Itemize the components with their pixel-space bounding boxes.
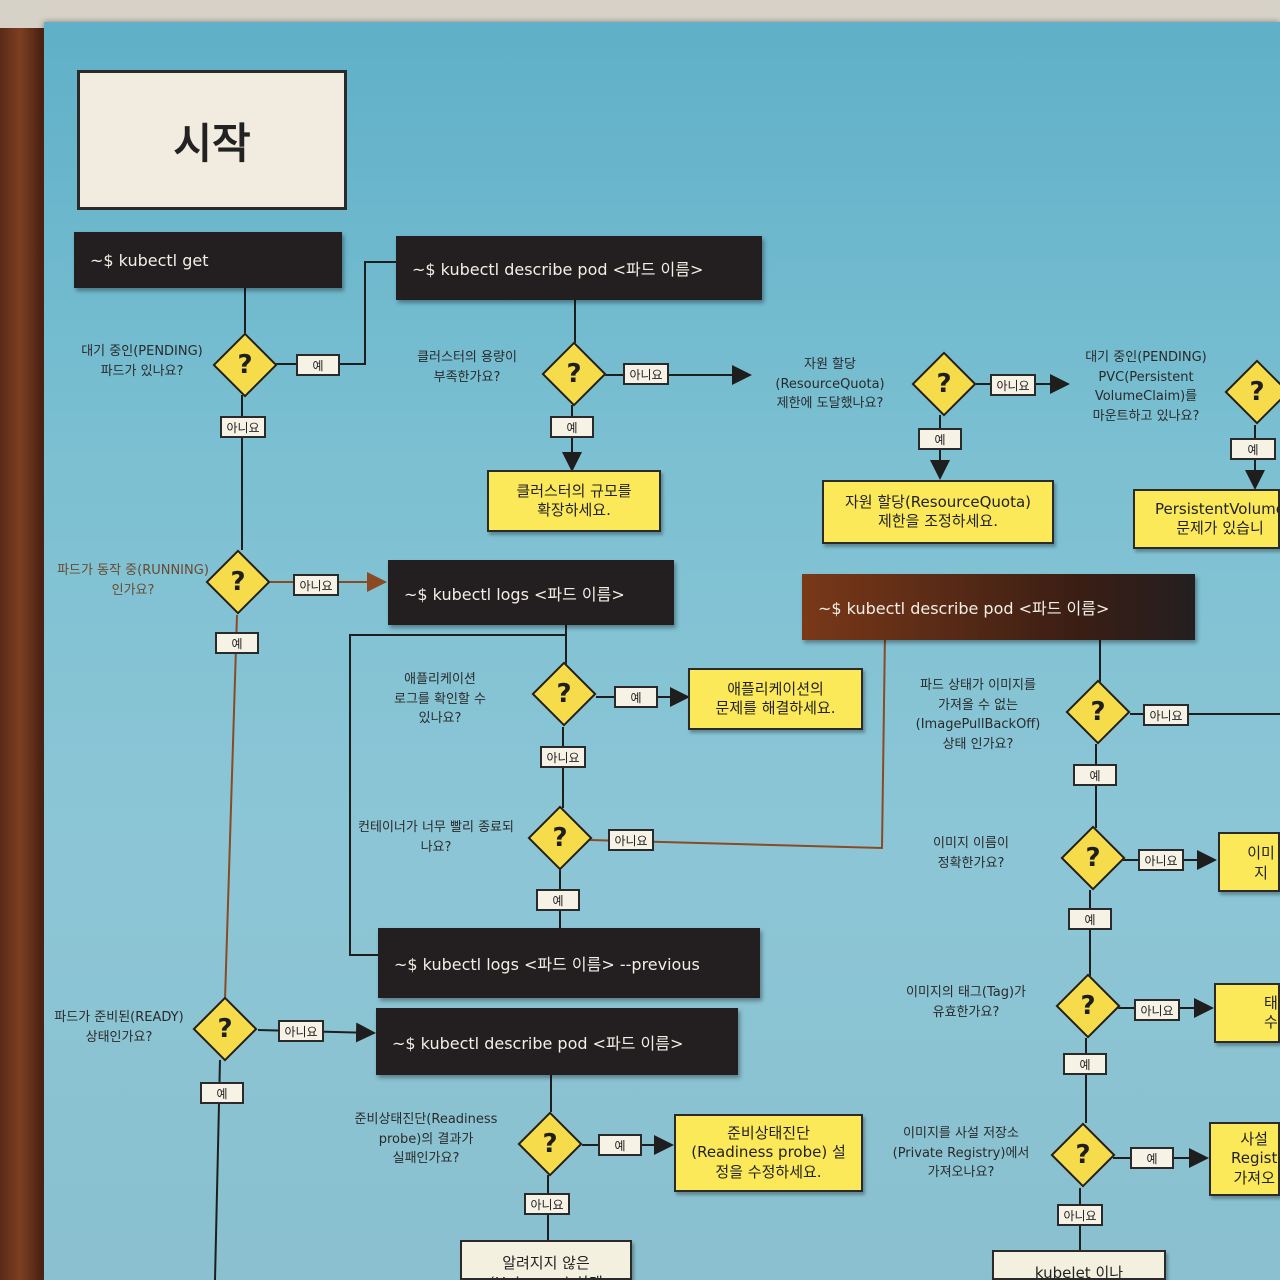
label-no: 아니요 bbox=[1143, 704, 1189, 726]
question-image-tag: 이미지의 태그(Tag)가 유효한가요? bbox=[905, 985, 1026, 1020]
start-box: 시작 bbox=[77, 70, 347, 210]
action-scale-cluster: 클러스터의 규모를 확장하세요. bbox=[487, 470, 661, 532]
question-app-logs: 애플리케이션 로그를 확인할 수 있나요? bbox=[394, 672, 486, 726]
action-tag-fix: 태 수 bbox=[1214, 983, 1280, 1043]
label-yes: 예 bbox=[1063, 1053, 1107, 1075]
question-mark-icon: ? bbox=[936, 369, 952, 399]
cmd-kubectl-logs: ~$ kubectl logs <파드 이름> bbox=[388, 560, 674, 625]
question-mark-icon: ? bbox=[237, 350, 253, 380]
label-yes: 예 bbox=[1130, 1147, 1174, 1169]
question-mark-icon: ? bbox=[217, 1014, 233, 1044]
label-no: 아니요 bbox=[540, 746, 586, 768]
action-adjust-quota: 자원 할당(ResourceQuota) 제한을 조정하세요. bbox=[822, 480, 1054, 544]
question-running-pod: 파드가 동작 중(RUNNING) 인가요? bbox=[57, 563, 209, 598]
question-ready-pod: 파드가 준비된(READY) 상태인가요? bbox=[54, 1010, 184, 1045]
label-yes: 예 bbox=[918, 428, 962, 450]
label-yes: 예 bbox=[614, 686, 658, 708]
label-yes: 예 bbox=[215, 632, 259, 654]
cmd-kubectl-get: ~$ kubectl get bbox=[74, 232, 342, 288]
question-resource-quota: 자원 할당 (ResourceQuota) 제한에 도달했나요? bbox=[775, 357, 885, 411]
question-cluster-capacity: 클러스터의 용량이 부족한가요? bbox=[417, 350, 517, 385]
label-yes: 예 bbox=[550, 416, 594, 438]
action-image-name-fix: 이미지 bbox=[1218, 832, 1280, 892]
cmd-describe-pod-2: ~$ kubectl describe pod <파드 이름> bbox=[802, 574, 1195, 640]
question-mark-icon: ? bbox=[556, 679, 572, 709]
line-running-yes-to-ready bbox=[224, 614, 238, 1001]
label-no: 아니요 bbox=[524, 1193, 570, 1215]
action-registry-fix: 사설 Regist 가져오 bbox=[1209, 1122, 1280, 1196]
cmd-describe-pod-3: ~$ kubectl describe pod <파드 이름> bbox=[376, 1008, 738, 1075]
question-mark-icon: ? bbox=[1075, 1140, 1091, 1170]
question-readiness-probe: 준비상태진단(Readiness probe)의 결과가 실패인가요? bbox=[354, 1112, 498, 1166]
question-mark-icon: ? bbox=[566, 359, 582, 389]
label-yes: 예 bbox=[536, 889, 580, 911]
action-pv-issue: PersistentVolume 문제가 있습니 bbox=[1133, 489, 1280, 549]
line-exit-no-to-describe2 bbox=[589, 631, 886, 850]
question-mark-icon: ? bbox=[1080, 991, 1096, 1021]
label-yes: 예 bbox=[200, 1082, 244, 1104]
question-mark-icon: ? bbox=[230, 567, 246, 597]
label-no: 아니요 bbox=[1138, 849, 1184, 871]
label-no: 아니요 bbox=[608, 829, 654, 851]
label-yes: 예 bbox=[598, 1134, 642, 1156]
action-fix-app: 애플리케이션의 문제를 해결하세요. bbox=[688, 668, 863, 730]
label-yes: 예 bbox=[1073, 764, 1117, 786]
question-mark-icon: ? bbox=[552, 823, 568, 853]
label-no: 아니요 bbox=[990, 374, 1036, 396]
question-mark-icon: ? bbox=[1085, 843, 1101, 873]
label-yes: 예 bbox=[1068, 908, 1112, 930]
action-fix-readiness: 준비상태진단 (Readiness probe) 설 정을 수정하세요. bbox=[674, 1114, 863, 1192]
question-pending-pvc: 대기 중인(PENDING) PVC(Persistent VolumeClai… bbox=[1085, 350, 1207, 424]
action-unknown-state: 알려지지 않은 (Unknown) 상태 bbox=[460, 1240, 632, 1280]
label-no: 아니요 bbox=[1134, 999, 1180, 1021]
label-no: 아니요 bbox=[623, 363, 669, 385]
action-kubelet: kubelet 이나 bbox=[992, 1250, 1166, 1280]
label-no: 아니요 bbox=[1057, 1204, 1103, 1226]
label-yes: 예 bbox=[296, 354, 340, 376]
question-container-exit: 컨테이너가 너무 빨리 종료되 나요? bbox=[358, 820, 514, 855]
question-mark-icon: ? bbox=[1090, 697, 1106, 727]
question-image-name: 이미지 이름이 정확한가요? bbox=[933, 836, 1009, 871]
question-pending-pod: 대기 중인(PENDING) 파드가 있나요? bbox=[81, 344, 203, 379]
cmd-logs-previous: ~$ kubectl logs <파드 이름> --previous bbox=[378, 928, 760, 998]
label-no: 아니요 bbox=[278, 1020, 324, 1042]
question-mark-icon: ? bbox=[1249, 377, 1265, 407]
line-previous-loop bbox=[349, 634, 566, 956]
label-no: 아니요 bbox=[220, 416, 266, 438]
question-mark-icon: ? bbox=[542, 1129, 558, 1159]
question-image-pull: 파드 상태가 이미지를 가져올 수 없는 (ImagePullBackOff) … bbox=[915, 678, 1041, 752]
wood-background bbox=[0, 0, 50, 1280]
cmd-describe-pod-1: ~$ kubectl describe pod <파드 이름> bbox=[396, 236, 762, 300]
label-no: 아니요 bbox=[293, 574, 339, 596]
label-yes: 예 bbox=[1230, 438, 1276, 460]
question-private-registry: 이미지를 사설 저장소 (Private Registry)에서 가져오나요? bbox=[892, 1126, 1030, 1180]
